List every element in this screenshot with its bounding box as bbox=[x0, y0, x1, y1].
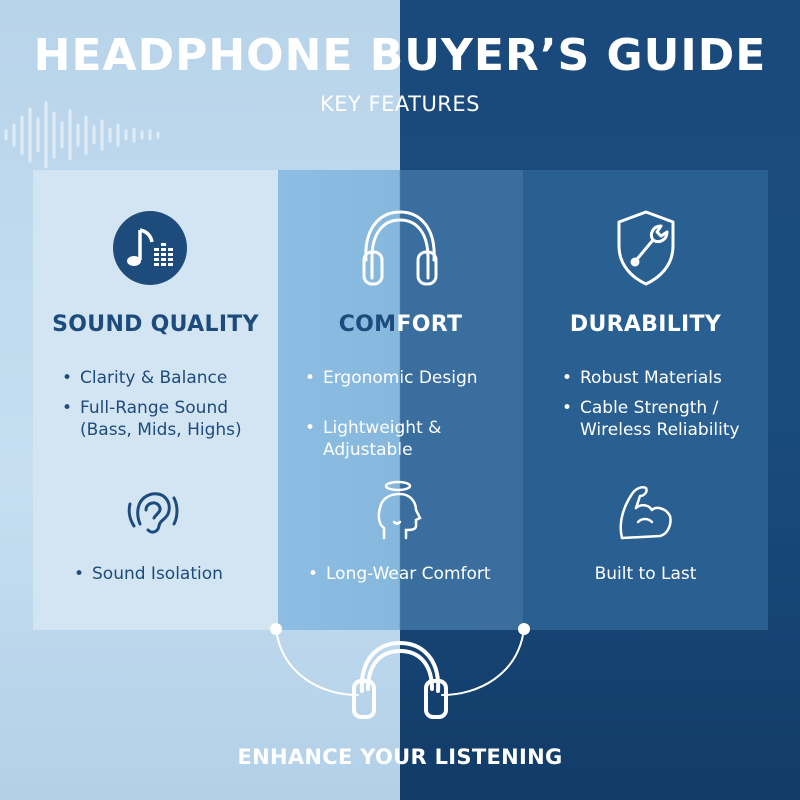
ear-icon bbox=[127, 492, 179, 534]
list-item: Cable Strength / Wireless Reliability bbox=[562, 397, 767, 441]
headphones-connector-icon bbox=[270, 623, 530, 719]
list-item: Robust Materials bbox=[562, 367, 767, 389]
music-note-eq-icon bbox=[113, 211, 187, 285]
shield-wrench-icon bbox=[617, 210, 675, 286]
comfort-bullets: Ergonomic Design Lightweight & Adjustabl… bbox=[305, 367, 520, 461]
head-halo-icon bbox=[377, 480, 422, 540]
sound-quality-title: SOUND QUALITY bbox=[52, 312, 259, 337]
list-item: Long-Wear Comfort bbox=[308, 563, 518, 585]
list-item: Lightweight & Adjustable bbox=[305, 417, 520, 461]
sound-wave-icon bbox=[4, 101, 160, 169]
built-to-last-label: Built to Last bbox=[594, 564, 697, 584]
list-item: Ergonomic Design bbox=[305, 367, 520, 389]
durability-bullets: Robust Materials Cable Strength / Wirele… bbox=[562, 367, 767, 441]
flexed-arm-icon bbox=[619, 486, 672, 540]
headphones-outline-icon bbox=[362, 210, 438, 286]
list-item: Clarity & Balance bbox=[62, 367, 272, 389]
sound-quality-bullets: Clarity & Balance Full-Range Sound (Bass… bbox=[62, 367, 272, 441]
list-item: Full-Range Sound (Bass, Mids, Highs) bbox=[62, 397, 272, 441]
footer-tagline: ENHANCE YOUR LISTENING bbox=[237, 745, 563, 769]
page-subtitle: KEY FEATURES bbox=[319, 92, 480, 116]
long-wear-item: Long-Wear Comfort bbox=[308, 563, 518, 585]
comfort-title: COMFORT bbox=[338, 312, 463, 337]
comfort-panel bbox=[278, 170, 523, 630]
durability-title: DURABILITY bbox=[569, 312, 722, 337]
page-title: HEADPHONE BUYER’S GUIDE bbox=[33, 30, 767, 81]
sound-isolation-item: Sound Isolation bbox=[74, 563, 274, 585]
list-item: Sound Isolation bbox=[74, 563, 274, 585]
